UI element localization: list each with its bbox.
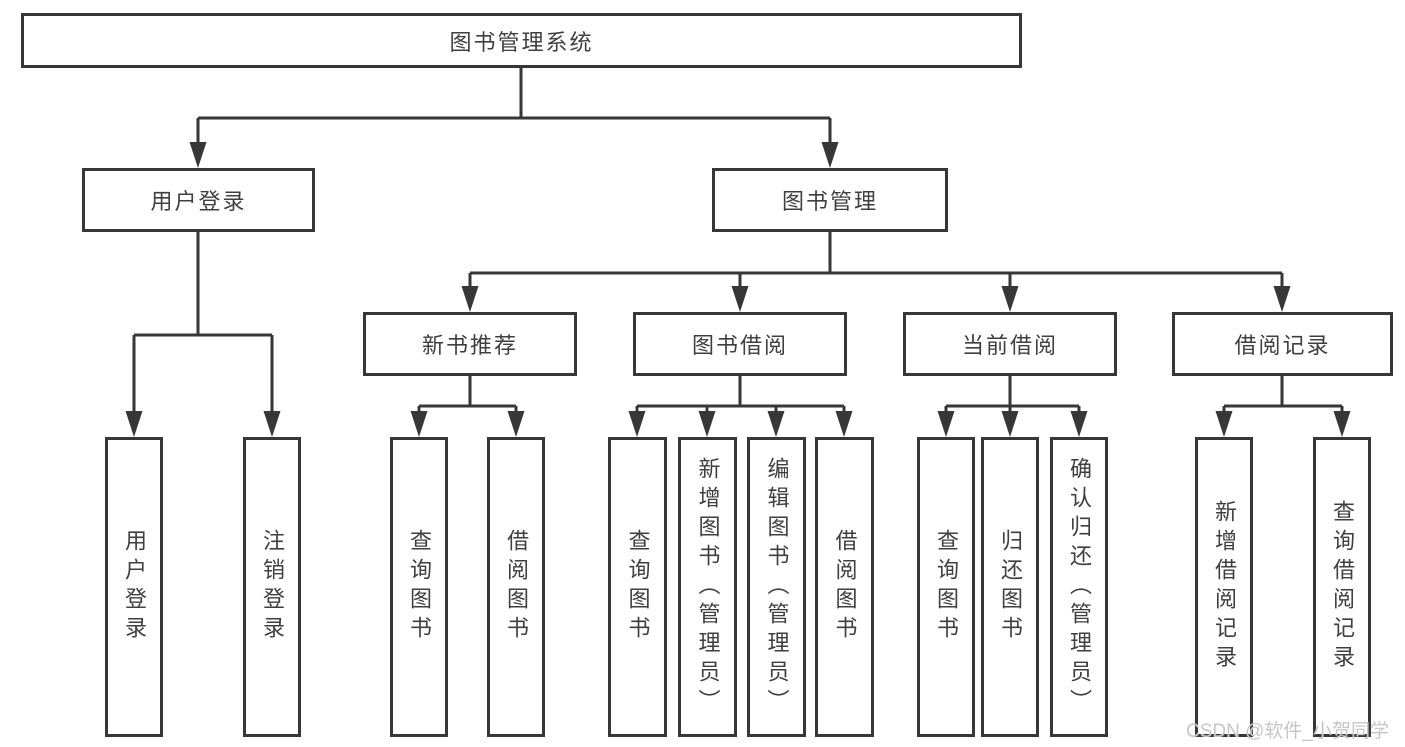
arrowhead-icon	[263, 411, 281, 437]
node-borrowing-records-label: 借阅记录	[1234, 333, 1331, 358]
node-user-login-module: 用户登录	[82, 168, 315, 232]
arrowhead-icon	[125, 411, 143, 437]
arrowhead-icon	[767, 411, 785, 437]
arrowhead-icon	[1001, 411, 1019, 437]
leaf-borrow-books: 借阅图书	[815, 437, 874, 737]
leaf-add-borrow-record-label: 新增借阅记录	[1212, 500, 1237, 674]
leaf-query-books-recommend: 查询图书	[390, 437, 448, 737]
node-current-borrowing: 当前借阅	[903, 312, 1117, 376]
leaf-confirm-return-admin-label: 确认归还（管理员）	[1067, 456, 1092, 718]
arrowhead-icon	[410, 411, 428, 437]
leaf-query-current: 查询图书	[917, 437, 975, 737]
arrowhead-icon	[1070, 411, 1088, 437]
leaf-return-books: 归还图书	[981, 437, 1039, 737]
leaf-query-borrow-record: 查询借阅记录	[1313, 437, 1371, 737]
arrowhead-icon	[507, 411, 525, 437]
arrowhead-icon	[1001, 286, 1019, 312]
leaf-edit-books-admin-label: 编辑图书（管理员）	[764, 456, 790, 718]
arrowhead-icon	[461, 286, 479, 312]
leaf-edit-books-admin: 编辑图书（管理员）	[747, 437, 806, 737]
arrowhead-icon	[731, 286, 749, 312]
leaf-borrow-books-recommend: 借阅图书	[487, 437, 545, 737]
leaf-borrow-books-recommend-label: 借阅图书	[504, 529, 529, 645]
node-new-book-recommend-label: 新书推荐	[421, 333, 518, 358]
leaf-query-books: 查询图书	[608, 437, 667, 737]
node-new-book-recommend: 新书推荐	[363, 312, 577, 376]
leaf-user-login-label: 用户登录	[122, 529, 147, 645]
arrowhead-icon	[835, 411, 853, 437]
arrowhead-icon	[698, 411, 716, 437]
arrowhead-icon	[821, 142, 839, 168]
leaf-query-current-label: 查询图书	[934, 529, 959, 645]
leaf-return-books-label: 归还图书	[998, 529, 1023, 645]
arrowhead-icon	[1215, 411, 1233, 437]
leaf-query-books-recommend-label: 查询图书	[407, 529, 432, 645]
leaf-confirm-return-admin: 确认归还（管理员）	[1050, 437, 1108, 737]
arrowhead-icon	[1333, 411, 1351, 437]
node-library-system: 图书管理系统	[21, 13, 1022, 68]
node-current-borrowing-label: 当前借阅	[961, 333, 1058, 358]
node-book-borrowing-label: 图书借阅	[691, 333, 788, 358]
leaf-logout-label: 注销登录	[260, 529, 285, 645]
node-borrowing-records: 借阅记录	[1172, 312, 1393, 376]
arrowhead-icon	[937, 411, 955, 437]
node-book-borrowing: 图书借阅	[633, 312, 847, 376]
arrowhead-icon	[189, 142, 207, 168]
leaf-logout: 注销登录	[243, 437, 301, 737]
leaf-user-login: 用户登录	[105, 437, 163, 737]
node-library-system-label: 图书管理系统	[449, 29, 594, 55]
csdn-watermark: CSDN @软件_小贺同学	[1186, 721, 1389, 742]
leaf-borrow-books-label: 借阅图书	[832, 529, 858, 645]
node-book-management-label: 图书管理	[781, 189, 878, 214]
leaf-query-borrow-record-label: 查询借阅记录	[1330, 500, 1355, 674]
node-user-login-module-label: 用户登录	[150, 189, 247, 214]
leaf-add-books-admin-label: 新增图书（管理员）	[695, 456, 721, 718]
leaf-query-books-label: 查询图书	[625, 529, 651, 645]
arrowhead-icon	[628, 411, 646, 437]
node-book-management: 图书管理	[712, 168, 948, 232]
leaf-add-borrow-record: 新增借阅记录	[1195, 437, 1253, 737]
arrowhead-icon	[1273, 286, 1291, 312]
leaf-add-books-admin: 新增图书（管理员）	[678, 437, 737, 737]
